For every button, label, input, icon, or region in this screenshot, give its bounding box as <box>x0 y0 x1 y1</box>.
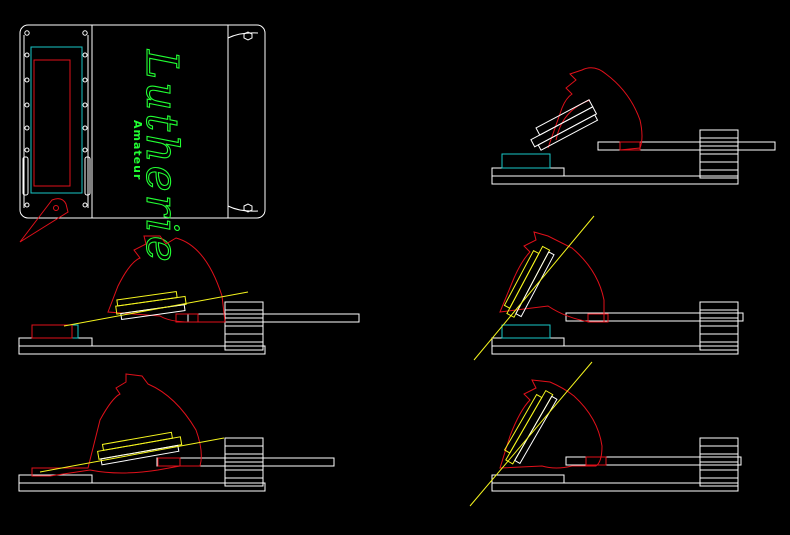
logo-subtext: Amateur <box>131 120 144 180</box>
side-view-mid-right <box>473 215 744 361</box>
logo-script: Lutherie <box>136 49 187 265</box>
side-view-top-right <box>491 67 776 185</box>
side-view-mid-left <box>18 235 360 355</box>
side-view-bottom-right <box>469 361 742 507</box>
side-view-bottom-left <box>18 373 335 492</box>
plan-view: Lutherie Amateur <box>19 24 266 265</box>
